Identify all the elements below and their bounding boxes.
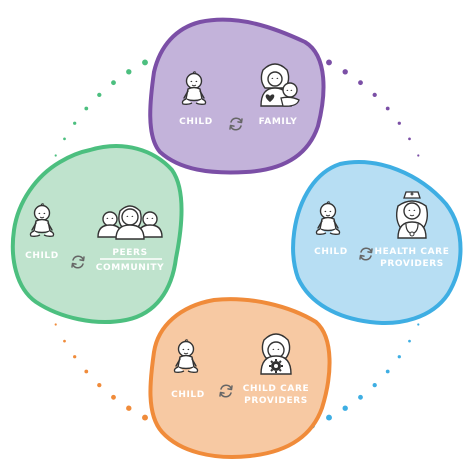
connector-dot [358, 394, 363, 400]
peers-node-right-label-line1: PEERS [112, 248, 147, 258]
connector-dot [342, 405, 348, 411]
childcare-node: CHILD CHILD CARE PROVIDERS [148, 297, 332, 459]
connector-dot [408, 137, 411, 141]
connector-dot [73, 121, 77, 125]
childcare-node-right-label-line1: CHILD CARE [243, 384, 309, 394]
connector-dot [73, 355, 77, 359]
family-blob [148, 17, 326, 175]
mother-with-baby-icon [260, 63, 300, 107]
connector-dot [372, 92, 377, 98]
connector-dot [326, 59, 332, 66]
health-blob [291, 160, 463, 325]
connector-dot [63, 339, 66, 343]
connector-dot [126, 405, 132, 411]
health-node: CHILD HEALTH CARE PROVIDERS [291, 160, 463, 325]
connector-dot [397, 355, 401, 359]
connector-dot [417, 323, 420, 326]
connector-dots-top-right [308, 51, 420, 157]
connector-dot [372, 382, 377, 388]
peers-node: CHILD PEERS COMMUNITY [10, 144, 184, 324]
peers-node-left-label: CHILD [25, 251, 59, 261]
health-node-right-label-line2: PROVIDERS [380, 259, 444, 269]
connector-dots-bottom-left [54, 323, 166, 429]
caregiver-with-gear-icon [260, 333, 292, 375]
nurse-icon [395, 191, 429, 239]
connector-dot [126, 69, 132, 75]
connector-dot [84, 106, 89, 111]
connector-dot [142, 59, 148, 66]
connector-dot [142, 414, 148, 421]
connector-dot [63, 137, 66, 141]
connector-dot [97, 382, 102, 388]
childcare-blob [148, 297, 332, 459]
connector-dot [385, 106, 390, 111]
connector-dot [111, 80, 116, 86]
connector-dot [54, 154, 57, 157]
connector-dot [358, 80, 363, 86]
connector-dot [111, 394, 116, 400]
connector-dot [397, 121, 401, 125]
connector-dot [97, 92, 102, 98]
group-of-children-icon [97, 205, 163, 240]
health-node-left-label: CHILD [314, 247, 348, 257]
connector-dot [385, 369, 390, 374]
connector-dot [54, 323, 57, 326]
connector-dot [326, 414, 332, 421]
connector-dot [84, 369, 89, 374]
childcare-node-left-label: CHILD [171, 390, 205, 400]
connector-dot [408, 339, 411, 343]
connector-dot [417, 154, 420, 157]
connector-dot [342, 69, 348, 75]
childcare-node-right-label-line2: PROVIDERS [244, 396, 308, 406]
family-node: CHILD FAMILY [148, 17, 326, 175]
family-node-right-label: FAMILY [259, 117, 298, 127]
peers-blob [10, 144, 184, 324]
peers-node-right-label-line2: COMMUNITY [96, 263, 164, 273]
family-node-left-label: CHILD [179, 117, 213, 127]
health-node-right-label-line1: HEALTH CARE [375, 247, 450, 257]
